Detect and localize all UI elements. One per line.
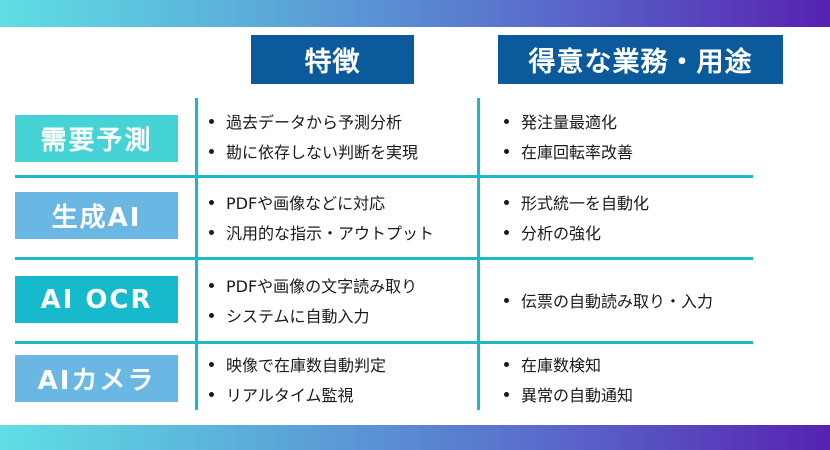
row-2-use-cases: 形式統一を自動化 分析の強化 — [504, 180, 754, 254]
bullet-icon — [504, 148, 509, 154]
row-label-text: AIカメラ — [37, 366, 156, 396]
list-item: PDFや画像の文字読み取り — [209, 270, 477, 300]
list-item-text: PDFや画像の文字読み取り — [226, 277, 418, 296]
row-label-ai-ocr: AI OCR — [15, 276, 178, 323]
list-item: 発注量最適化 — [504, 106, 754, 136]
list-item-text: 形式統一を自動化 — [521, 194, 650, 213]
bullet-icon — [504, 391, 509, 397]
list-item-text: 分析の強化 — [521, 224, 602, 243]
bullet-icon — [504, 361, 509, 367]
list-item-text: 在庫回転率改善 — [521, 143, 634, 162]
list-item-text: 伝票の自動読み取り・入力 — [521, 292, 714, 311]
row-3-features: PDFや画像の文字読み取り システムに自動入力 — [209, 262, 477, 338]
list-item: 異常の自動通知 — [504, 379, 754, 409]
bullet-icon — [504, 118, 509, 124]
row-2-features: PDFや画像などに対応 汎用的な指示・アウトプット — [209, 180, 477, 254]
list-item: リアルタイム監視 — [209, 379, 477, 409]
column-header-use-cases-label: 得意な業務・用途 — [528, 47, 753, 78]
list-item-text: 勘に依存しない判断を実現 — [226, 143, 419, 162]
bullet-icon — [209, 199, 214, 205]
column-header-use-cases: 得意な業務・用途 — [498, 35, 783, 84]
bottom-gradient-bar — [0, 425, 830, 450]
list-item: 伝票の自動読み取り・入力 — [504, 285, 754, 315]
bullet-icon — [209, 229, 214, 235]
row-label-text: AI OCR — [40, 284, 153, 315]
list-item-text: 発注量最適化 — [521, 113, 618, 132]
list-item: システムに自動入力 — [209, 300, 477, 330]
row-label-generative-ai: 生成AI — [15, 192, 178, 239]
bullet-icon — [209, 361, 214, 367]
vertical-divider-2 — [477, 98, 480, 410]
list-item-text: 過去データから予測分析 — [226, 113, 403, 132]
list-item-text: システムに自動入力 — [226, 307, 370, 326]
list-item: 分析の強化 — [504, 217, 754, 247]
bullet-icon — [504, 229, 509, 235]
bullet-icon — [209, 118, 214, 124]
row-1-features: 過去データから予測分析 勘に依存しない判断を実現 — [209, 100, 477, 172]
row-4-features: 映像で在庫数自動判定 リアルタイム監視 — [209, 347, 477, 411]
list-item: 在庫数検知 — [504, 349, 754, 379]
list-item: 映像で在庫数自動判定 — [209, 349, 477, 379]
list-item-text: 在庫数検知 — [521, 356, 602, 375]
vertical-divider-1 — [195, 98, 198, 410]
bullet-icon — [504, 297, 509, 303]
list-item: 汎用的な指示・アウトプット — [209, 217, 477, 247]
bullet-icon — [209, 391, 214, 397]
horizontal-divider-1 — [15, 175, 753, 178]
column-header-features-label: 特徴 — [304, 47, 361, 78]
list-item-text: PDFや画像などに対応 — [226, 194, 386, 213]
row-3-use-cases: 伝票の自動読み取り・入力 — [504, 262, 754, 338]
row-label-ai-camera: AIカメラ — [15, 355, 178, 402]
list-item-text: 映像で在庫数自動判定 — [226, 356, 387, 375]
list-item: 勘に依存しない判断を実現 — [209, 136, 477, 166]
horizontal-divider-2 — [15, 257, 753, 260]
row-label-text: 需要予測 — [40, 126, 153, 156]
list-item-text: 汎用的な指示・アウトプット — [226, 224, 435, 243]
horizontal-divider-3 — [15, 341, 753, 344]
list-item: 在庫回転率改善 — [504, 136, 754, 166]
list-item: 過去データから予測分析 — [209, 106, 477, 136]
list-item: 形式統一を自動化 — [504, 187, 754, 217]
list-item-text: リアルタイム監視 — [226, 386, 354, 405]
list-item: PDFや画像などに対応 — [209, 187, 477, 217]
top-gradient-bar — [0, 0, 830, 27]
list-item-text: 異常の自動通知 — [521, 386, 634, 405]
bullet-icon — [504, 199, 509, 205]
row-1-use-cases: 発注量最適化 在庫回転率改善 — [504, 100, 754, 172]
row-4-use-cases: 在庫数検知 異常の自動通知 — [504, 347, 754, 411]
row-label-demand-forecast: 需要予測 — [15, 115, 178, 162]
column-header-features: 特徴 — [251, 35, 414, 84]
bullet-icon — [209, 148, 214, 154]
bullet-icon — [209, 282, 214, 288]
row-label-text: 生成AI — [51, 203, 142, 233]
bullet-icon — [209, 312, 214, 318]
